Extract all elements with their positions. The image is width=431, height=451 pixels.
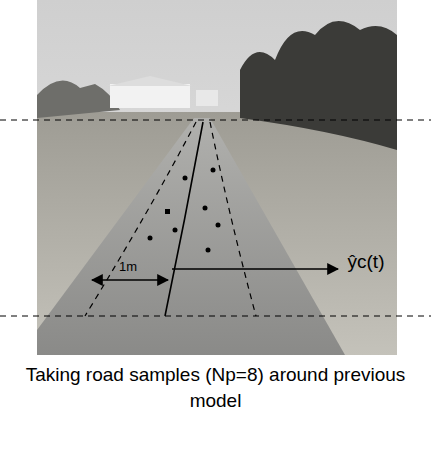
horizon-line <box>0 120 431 121</box>
building <box>110 84 190 108</box>
dimension-label: 1m <box>119 259 137 274</box>
trees-left <box>37 80 120 118</box>
bottom-line <box>0 316 431 317</box>
sky <box>37 0 397 355</box>
offset-arrow <box>172 268 338 270</box>
sample-points <box>148 168 221 253</box>
figure-caption: Taking road samples (Np=8) around previo… <box>15 362 416 414</box>
left-bound <box>85 122 196 316</box>
road-model <box>165 122 203 316</box>
roof <box>108 76 192 86</box>
width-dimension <box>92 279 168 281</box>
road <box>37 118 345 355</box>
shed <box>196 90 218 106</box>
offset-label: ŷc(t) <box>348 251 385 273</box>
right-bound <box>210 122 256 316</box>
trees-right <box>240 21 397 150</box>
field <box>37 112 397 355</box>
